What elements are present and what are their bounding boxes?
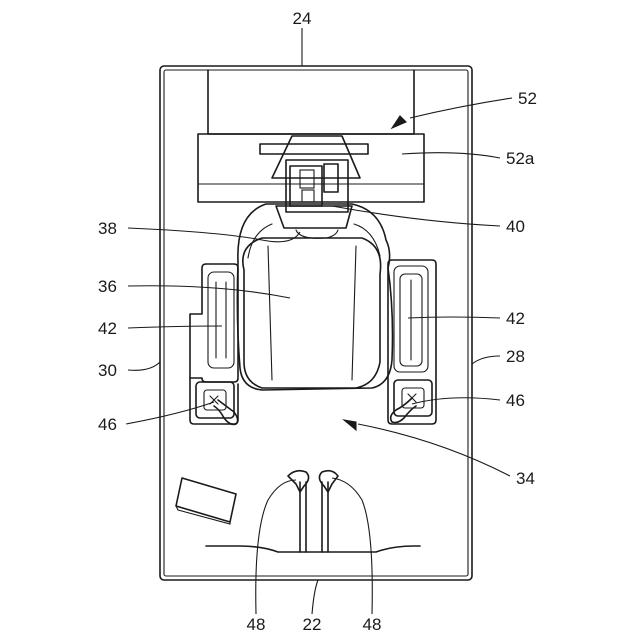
label-42-right: 42 [506,309,525,328]
label-42-left: 42 [98,319,117,338]
cabin-outline [160,66,472,580]
label-52: 52 [518,89,537,108]
label-38: 38 [98,219,117,238]
label-46-right: 46 [506,391,525,410]
label-34: 34 [516,469,535,488]
label-40: 40 [506,217,525,236]
floor-box [176,478,236,524]
seat [237,204,392,390]
label-28: 28 [506,347,525,366]
label-48-right: 48 [363,615,382,634]
label-22: 22 [303,615,322,634]
right-armrest [388,260,436,424]
label-36: 36 [98,277,117,296]
label-48-left: 48 [247,615,266,634]
label-46-left: 46 [98,415,117,434]
pedals [206,471,420,552]
label-52a: 52a [506,149,535,168]
left-joystick [190,378,238,424]
label-24: 24 [293,9,312,28]
label-30: 30 [98,361,117,380]
leader-lines [126,28,512,614]
steering-console [260,136,368,212]
left-armrest [190,264,238,382]
